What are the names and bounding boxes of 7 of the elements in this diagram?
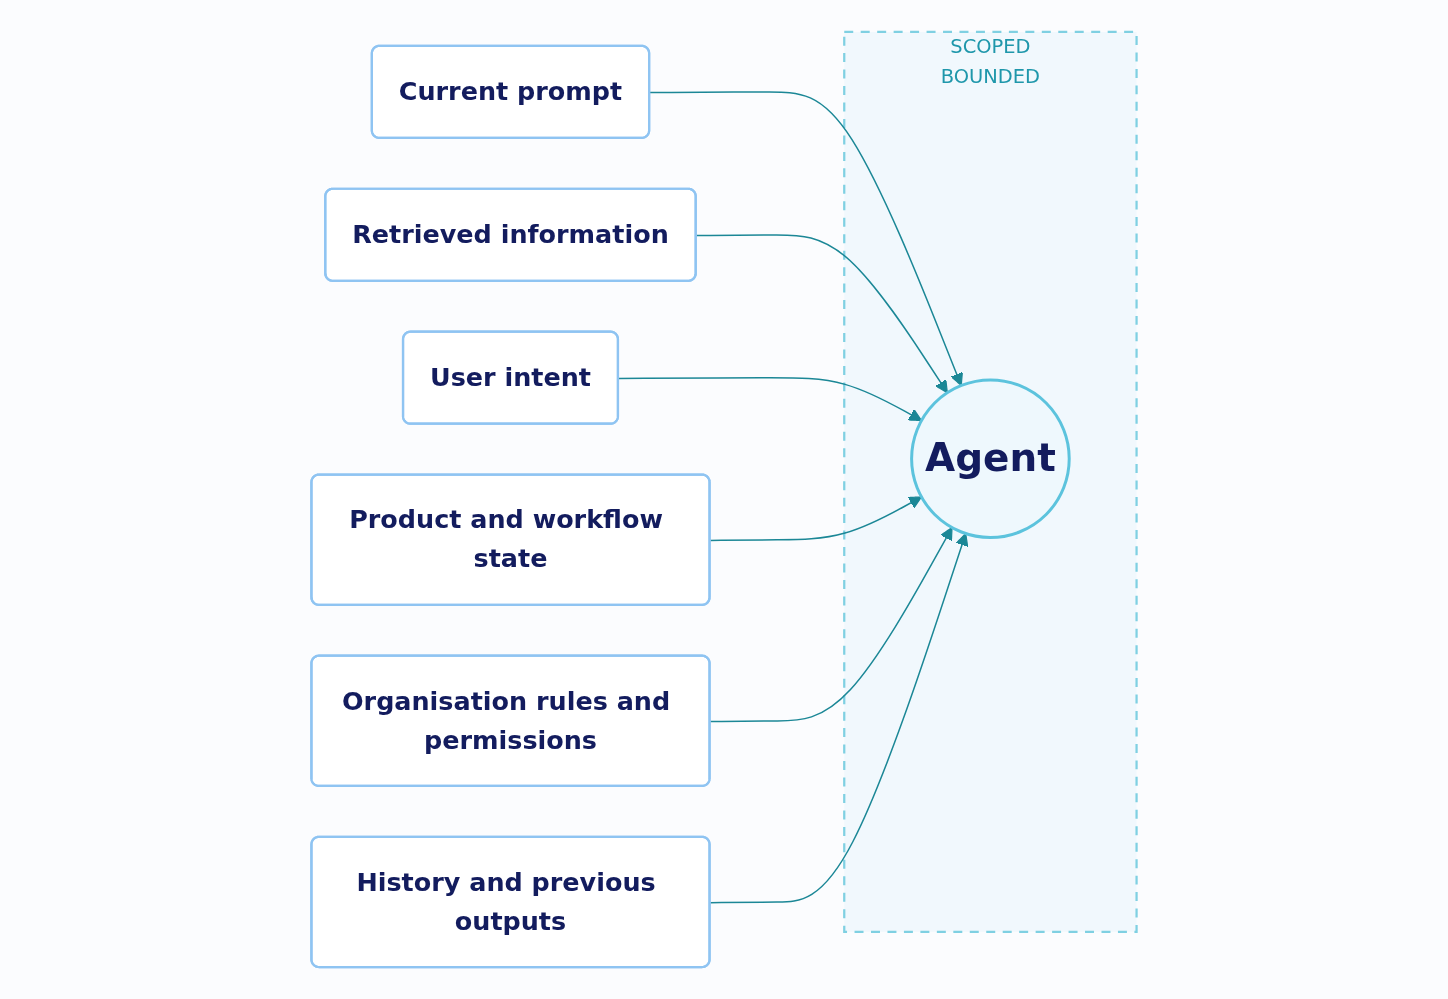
arrow (649, 91, 963, 387)
arrow (695, 234, 948, 394)
arrow (617, 377, 923, 422)
node-circle: Agent (910, 378, 1071, 540)
arrow (709, 526, 953, 723)
arrow (709, 496, 923, 542)
arrow (709, 532, 969, 904)
